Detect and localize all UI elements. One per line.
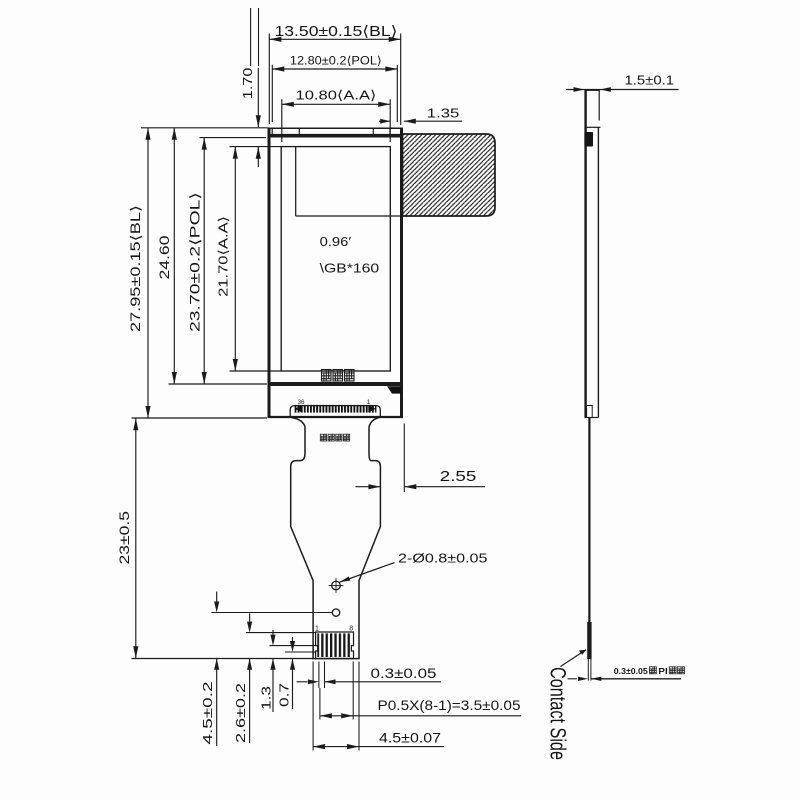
svg-text:27.95±0.15⟨BL⟩: 27.95±0.15⟨BL⟩ [128, 205, 143, 332]
svg-text:23±0.5: 23±0.5 [117, 511, 132, 565]
svg-text:0.3±0.05: 0.3±0.05 [614, 666, 648, 676]
svg-text:0.3±0.05: 0.3±0.05 [371, 666, 437, 681]
svg-text:1.5±0.1: 1.5±0.1 [625, 73, 675, 88]
svg-text:1: 1 [367, 399, 371, 406]
svg-text:1: 1 [315, 625, 319, 632]
svg-text:2.6±0.2: 2.6±0.2 [233, 683, 248, 743]
svg-text:8: 8 [349, 625, 353, 632]
svg-text:2.55: 2.55 [440, 469, 477, 485]
svg-text:P0.5X(8-1)=3.5±0.05: P0.5X(8-1)=3.5±0.05 [378, 698, 521, 713]
svg-text:Contact Side: Contact Side [546, 667, 571, 760]
svg-text:1.3: 1.3 [258, 686, 273, 710]
svg-text:23.70±0.2⟨POL⟩: 23.70±0.2⟨POL⟩ [187, 192, 202, 332]
svg-text:24.60: 24.60 [157, 235, 172, 280]
svg-text:2-Ø0.8±0.05: 2-Ø0.8±0.05 [398, 551, 488, 566]
svg-text:13.50±0.15⟨BL⟩: 13.50±0.15⟨BL⟩ [275, 24, 398, 40]
svg-text:0.7: 0.7 [277, 683, 292, 707]
svg-text:4.5±0.2: 4.5±0.2 [200, 682, 215, 745]
svg-text:4.5±0.07: 4.5±0.07 [379, 730, 441, 745]
svg-text:1.35: 1.35 [427, 105, 460, 120]
svg-text:36: 36 [298, 399, 306, 406]
svg-text:10.80⟨A.A⟩: 10.80⟨A.A⟩ [296, 87, 377, 102]
svg-text:PI: PI [658, 666, 668, 676]
svg-text:0.96′: 0.96′ [320, 234, 352, 249]
svg-text:21.70⟨A.A⟩: 21.70⟨A.A⟩ [216, 216, 231, 297]
svg-text:1.70: 1.70 [240, 68, 255, 100]
svg-text:12.80±0.2⟨POL⟩: 12.80±0.2⟨POL⟩ [290, 55, 382, 68]
svg-text:\GB*160: \GB*160 [320, 260, 380, 275]
